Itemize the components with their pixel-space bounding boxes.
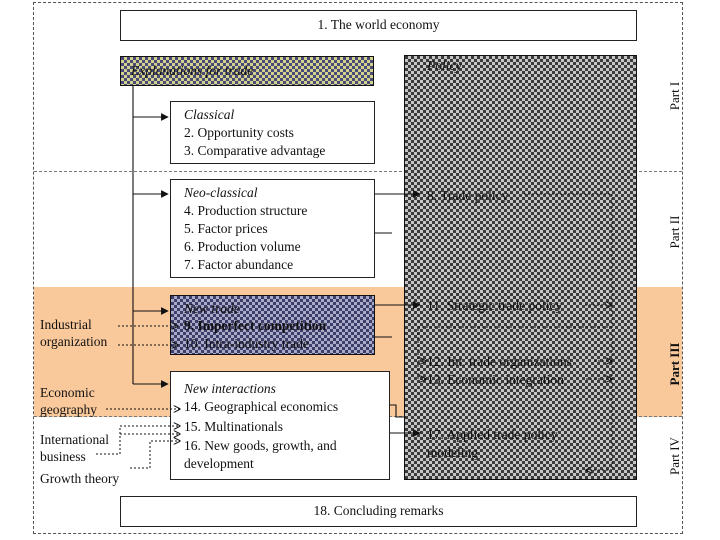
diagram-frame (33, 2, 683, 534)
policy-item-17-cont: modeling (427, 445, 478, 460)
neoclassical-item-5: 5. Factor prices (184, 221, 268, 236)
policy-item-17: 17. Applied trade policy (427, 427, 558, 442)
newinteractions-box: New interactions 14. Geographical econom… (170, 371, 390, 480)
dotted-policy-13 (417, 361, 426, 379)
policy-item-13: 13. Economic integration (427, 372, 564, 387)
newinteractions-item-16: 16. New goods, growth, and (184, 438, 337, 453)
classical-item-2: 2. Opportunity costs (184, 125, 294, 140)
neoclassical-item-4: 4. Production structure (184, 203, 308, 218)
explanations-title: Explanations for trade (131, 63, 254, 78)
policy-column: Policy (404, 55, 637, 480)
policy-item-11: 11. Strategic trade policy (427, 298, 563, 313)
newtrade-item-9: 9. Imperfect competition (184, 318, 327, 333)
newinteractions-item-15: 15. Multinationals (184, 419, 283, 434)
newinteractions-title: New interactions (184, 381, 276, 396)
neoclassical-item-6: 6. Production volume (184, 239, 301, 254)
policy-item-8: 8. Trade policy (427, 188, 509, 203)
classical-title: Classical (184, 107, 235, 122)
world-economy-box: 1. The world economy (120, 10, 637, 41)
label-growth-theory: Growth theory (40, 471, 120, 486)
explanations-box: Explanations for trade (120, 56, 374, 86)
newinteractions-item-14: 14. Geographical economics (184, 399, 339, 414)
label-industrial: Industrial (40, 317, 92, 332)
newtrade-item-10: 10. Intra-industry trade (184, 336, 309, 351)
concluding-remarks-title: 18. Concluding remarks (313, 503, 444, 518)
newtrade-box: New trade 9. Imperfect competition 10. I… (170, 295, 375, 355)
link-newinteractions-policy (390, 404, 404, 418)
policy-title: Policy (427, 58, 462, 73)
label-international: International (40, 432, 109, 447)
label-business: business (40, 449, 86, 464)
dotted-growth-to-16 (130, 441, 180, 469)
concluding-remarks-box: 18. Concluding remarks (120, 496, 637, 527)
newinteractions-item-16-cont: development (184, 456, 254, 471)
classical-box: Classical 2. Opportunity costs 3. Compar… (170, 101, 375, 164)
world-economy-title: 1. The world economy (317, 17, 440, 32)
neoclassical-title: Neo-classical (184, 185, 258, 200)
label-economic: Economic (40, 385, 95, 400)
part-separator-1 (34, 171, 682, 172)
dotted-policy-feedback (417, 326, 612, 361)
dotted-business-to-16 (96, 434, 180, 455)
policy-item-12: 12. Int. trade organizations (427, 354, 572, 369)
classical-item-3: 3. Comparative advantage (184, 143, 326, 158)
label-geography: geography (40, 402, 97, 417)
neoclassical-item-7: 7. Factor abundance (184, 257, 294, 272)
dotted-policy-loop-8 (524, 193, 613, 470)
neoclassical-box: Neo-classical 4. Production structure 5.… (170, 179, 375, 278)
label-organization: organization (40, 334, 108, 349)
dotted-business-to-15 (119, 426, 180, 434)
newtrade-title: New trade (184, 301, 240, 316)
